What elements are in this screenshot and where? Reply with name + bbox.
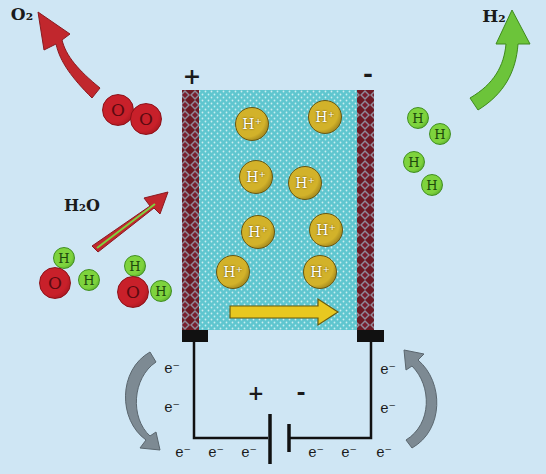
atom-label: H: [58, 252, 69, 265]
atom-label: H: [83, 274, 94, 287]
battery-plate: [268, 414, 272, 464]
hydrogen-ion: H⁺: [308, 100, 342, 134]
atom-label: H: [412, 112, 423, 125]
atom-label: H: [408, 156, 419, 169]
electron-label: e⁻: [240, 444, 258, 460]
gas-label: O₂: [11, 6, 33, 23]
atom-label: H⁺: [295, 176, 315, 190]
water-in-arrow: [92, 192, 168, 252]
atom-label: O: [111, 102, 125, 119]
hydrogen-ion: H⁺: [216, 255, 250, 289]
hydrogen-atom: H: [403, 151, 425, 173]
battery-plate: [287, 424, 291, 452]
atom-label: H⁺: [315, 110, 335, 124]
electron-label: e⁻: [163, 399, 181, 415]
hydrogen-ion: H⁺: [309, 213, 343, 247]
hydrogen-out-arrow: [470, 10, 530, 110]
atom-label: H: [155, 285, 166, 298]
electron-label: e⁻: [307, 444, 325, 460]
atom-label: O: [48, 275, 62, 292]
atom-label: H: [129, 260, 140, 273]
electron-label: e⁻: [379, 400, 397, 416]
atom-label: H: [426, 179, 437, 192]
water-in-arrow: [97, 204, 155, 248]
hydrogen-atom: H: [421, 174, 443, 196]
electron-flow-arrow: [404, 350, 437, 448]
battery-sign: +: [248, 383, 265, 403]
anode: [182, 90, 199, 332]
electron-flow-arrow: [125, 352, 160, 450]
polarity-sign: +: [183, 65, 201, 87]
gas-label: H₂: [482, 8, 506, 25]
hydrogen-ion: H⁺: [288, 166, 322, 200]
atom-label: H: [434, 128, 445, 141]
atom-label: H⁺: [223, 265, 243, 279]
atom-label: H⁺: [248, 225, 268, 239]
electrolyte: [198, 90, 358, 330]
hydrogen-atom: H: [150, 280, 172, 302]
hydrogen-ion: H⁺: [235, 107, 269, 141]
oxygen-atom: O: [39, 267, 71, 299]
electron-label: e⁻: [379, 361, 397, 377]
hydrogen-ion: H⁺: [241, 215, 275, 249]
electron-label: e⁻: [207, 444, 225, 460]
atom-label: H⁺: [316, 223, 336, 237]
ion-flow-arrow: [230, 299, 338, 325]
oxygen-out-arrow: [38, 12, 100, 98]
oxygen-atom: O: [130, 103, 162, 135]
wire: [194, 342, 268, 438]
terminal: [357, 330, 384, 342]
hydrogen-atom: H: [429, 123, 451, 145]
hydrogen-atom: H: [78, 269, 100, 291]
electron-label: e⁻: [163, 360, 181, 376]
oxygen-atom: O: [117, 276, 149, 308]
electron-label: e⁻: [375, 444, 393, 460]
hydrogen-atom: H: [407, 107, 429, 129]
terminal: [182, 330, 208, 342]
atom-label: O: [126, 284, 140, 301]
polarity-sign: -: [363, 62, 373, 86]
battery-sign: -: [296, 381, 305, 403]
atom-label: H⁺: [242, 117, 262, 131]
atom-label: H⁺: [310, 265, 330, 279]
hydrogen-ion: H⁺: [239, 160, 273, 194]
electron-label: e⁻: [174, 444, 192, 460]
atom-label: O: [139, 111, 153, 128]
hydrogen-atom: H: [124, 255, 146, 277]
wire: [290, 342, 371, 438]
atom-label: H⁺: [246, 170, 266, 184]
cathode: [357, 90, 374, 332]
molecule-label: H₂O: [64, 198, 100, 214]
hydrogen-ion: H⁺: [303, 255, 337, 289]
hydrogen-atom: H: [53, 247, 75, 269]
electron-label: e⁻: [340, 444, 358, 460]
